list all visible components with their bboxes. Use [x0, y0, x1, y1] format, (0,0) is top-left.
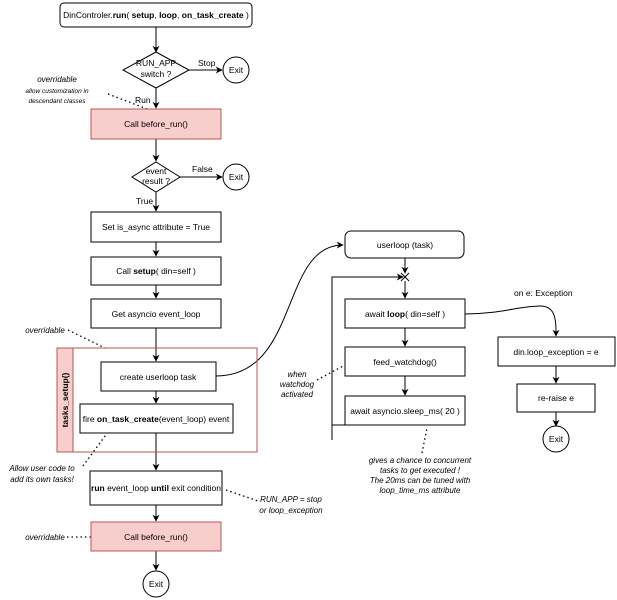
- exit-node-3: Exit: [142, 570, 170, 598]
- set-async-node: Set is_async attribute = True: [90, 211, 222, 243]
- svg-text:activated: activated: [281, 390, 314, 399]
- false-label: False: [192, 164, 213, 174]
- svg-text:or loop_exception: or loop_exception: [259, 506, 323, 515]
- userloop-node: userloop (task): [344, 230, 465, 259]
- svg-text:RUN_APP = stop: RUN_APP = stop: [260, 495, 322, 504]
- svg-text:watchdog: watchdog: [280, 380, 315, 389]
- svg-text:descendant classes: descendant classes: [28, 98, 86, 105]
- true-label: True: [136, 196, 153, 206]
- svg-text:overridable: overridable: [37, 75, 77, 84]
- svg-text:run event_loop until exit cond: run event_loop until exit condition: [91, 483, 221, 493]
- svg-text:switch ?: switch ?: [141, 69, 172, 79]
- note-gives-chance: gives a chance to concurrent tasks to ge…: [369, 456, 472, 495]
- svg-text:din.loop_exception = e: din.loop_exception = e: [513, 347, 599, 357]
- svg-text:Call before_run(): Call before_run(): [124, 119, 188, 129]
- svg-text:Call before_run(): Call before_run(): [124, 532, 188, 542]
- note-overridable-3: overridable: [25, 533, 65, 542]
- svg-text:event: event: [146, 166, 167, 176]
- svg-text:DinControler.run( setup, loop,: DinControler.run( setup, loop, on_task_c…: [63, 10, 249, 20]
- svg-text:re-raise e: re-raise e: [538, 393, 574, 403]
- svg-text:loop_time_ms attribute: loop_time_ms attribute: [380, 486, 461, 495]
- create-task-node: create userloop task: [100, 361, 217, 392]
- svg-text:Call setup( din=self ): Call setup( din=self ): [116, 266, 196, 276]
- exit-node-1: Exit: [222, 56, 250, 84]
- svg-text:create userloop task: create userloop task: [120, 372, 197, 382]
- svg-text:await loop( din=self ): await loop( din=self ): [365, 309, 445, 319]
- merge-point: [400, 272, 410, 282]
- stop-label: Stop: [198, 58, 216, 68]
- svg-text:Allow user code to: Allow user code to: [8, 464, 75, 473]
- exit-node-2: Exit: [222, 163, 250, 191]
- svg-text:await asyncio.sleep_ms( 20 ): await asyncio.sleep_ms( 20 ): [350, 406, 460, 416]
- svg-text:Exit: Exit: [229, 172, 244, 182]
- svg-text:result ?: result ?: [142, 176, 170, 186]
- connectors: [152, 27, 560, 571]
- svg-text:Exit: Exit: [149, 579, 164, 589]
- before-run-node-2: Call before_run(): [90, 521, 222, 552]
- svg-text:when: when: [287, 370, 307, 379]
- start-node: DinControler.run( setup, loop, on_task_c…: [59, 2, 253, 28]
- svg-text:Set is_async attribute = True: Set is_async attribute = True: [102, 222, 210, 232]
- note-stop-condition: RUN_APP = stop or loop_exception: [259, 495, 323, 515]
- svg-text:tasks to get executed !: tasks to get executed !: [380, 466, 461, 475]
- run-loop-node: run event_loop until exit condition: [89, 470, 223, 506]
- svg-text:The 20ms can be tuned with: The 20ms can be tuned with: [370, 476, 471, 485]
- tasks-setup-container: tasks_setup(): [56, 347, 258, 453]
- before-run-node-1: Call before_run(): [90, 108, 222, 140]
- exit-node-4: Exit: [542, 425, 570, 453]
- note-overridable-2: overridable: [25, 326, 65, 335]
- tasks-setup-title: tasks_setup(): [60, 372, 70, 427]
- get-loop-node: Get asyncio event_loop: [90, 298, 222, 329]
- exception-label: on e: Exception: [514, 288, 573, 298]
- run-app-decision: RUN_APP switch ?: [121, 51, 191, 89]
- event-result-decision: event result ?: [131, 161, 181, 193]
- run-label: Run: [135, 95, 151, 105]
- svg-text:fire on_task_create(event_loop: fire on_task_create(event_loop) event: [83, 414, 230, 424]
- await-loop-node: await loop( din=self ): [344, 298, 466, 329]
- svg-text:add its own tasks!: add its own tasks!: [10, 475, 74, 484]
- call-setup-node: Call setup( din=self ): [90, 256, 222, 286]
- feed-watchdog-node: feed_watchdog(): [344, 346, 466, 377]
- note-overridable-1: overridable allow customization in desce…: [25, 75, 89, 105]
- exception-handler-node: din.loop_exception = e: [497, 336, 616, 367]
- svg-text:feed_watchdog(): feed_watchdog(): [373, 357, 436, 367]
- svg-text:Exit: Exit: [549, 434, 564, 444]
- svg-text:RUN_APP: RUN_APP: [136, 58, 176, 68]
- svg-text:userloop (task): userloop (task): [377, 240, 433, 250]
- fire-event-node: fire on_task_create(event_loop) event: [79, 403, 234, 434]
- note-allow-user: Allow user code to add its own tasks!: [8, 464, 75, 484]
- note-when-watchdog: when watchdog activated: [280, 370, 315, 399]
- svg-text:Get asyncio event_loop: Get asyncio event_loop: [112, 309, 201, 319]
- sleep-node: await asyncio.sleep_ms( 20 ): [344, 395, 466, 426]
- svg-text:allow customization in: allow customization in: [25, 88, 89, 95]
- svg-text:Exit: Exit: [229, 65, 244, 75]
- reraise-node: re-raise e: [516, 383, 596, 413]
- svg-text:gives a chance to concurrent: gives a chance to concurrent: [369, 456, 472, 465]
